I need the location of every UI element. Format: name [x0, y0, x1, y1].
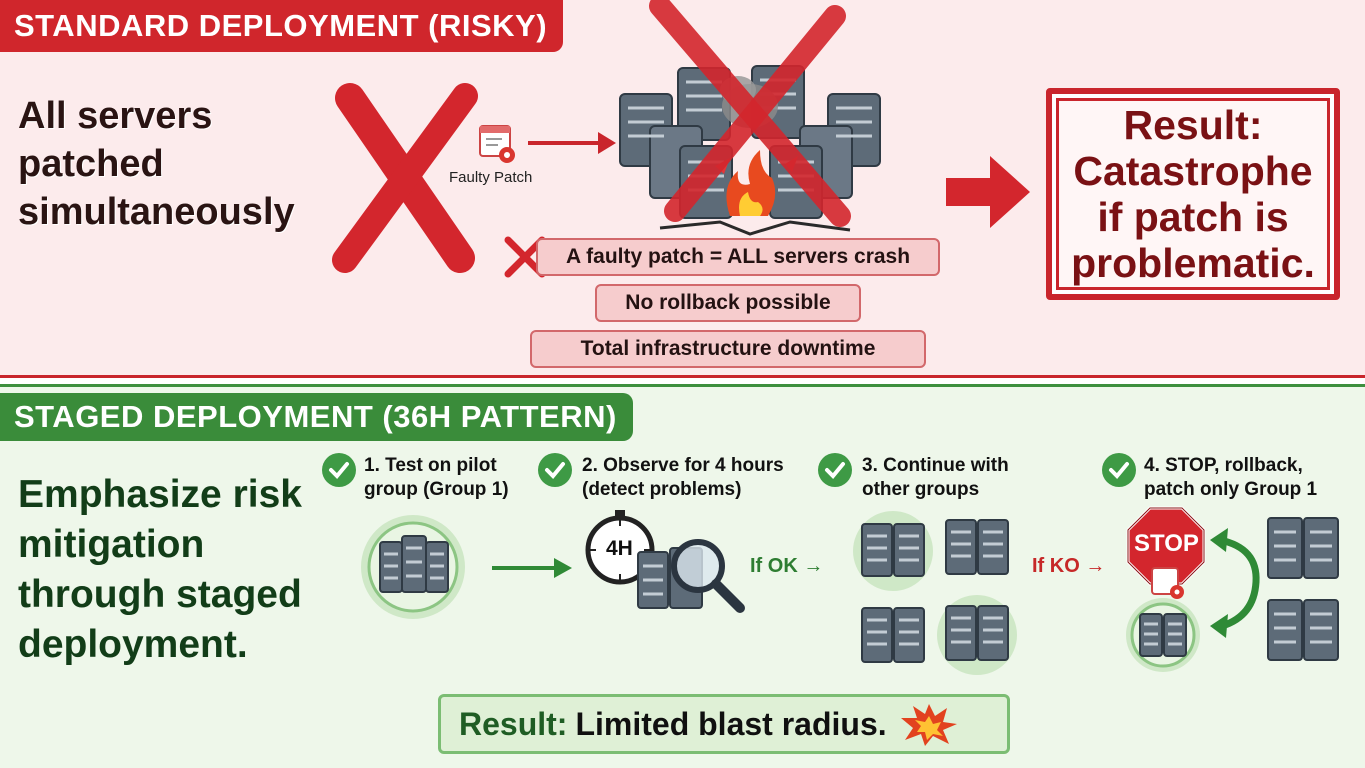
blast-result-prefix: Result: — [459, 705, 568, 742]
catastrophe-result-text: Result: Catastrophe if patch is problema… — [1071, 102, 1315, 286]
heading-line: simultaneously — [18, 191, 295, 233]
consequence-downtime: Total infrastructure downtime — [530, 330, 926, 368]
fire-icon — [726, 150, 776, 216]
heading-line: through staged — [18, 573, 302, 616]
faulty-patch-label: Faulty Patch — [449, 169, 533, 186]
arrow-right-icon — [492, 558, 572, 578]
step-2-line1: 2. Observe for 4 hours — [582, 455, 784, 476]
x-mark-icon — [332, 83, 478, 273]
limited-blast-radius-box: Result: Limited blast radius. — [438, 694, 1010, 754]
rollback-arrow-icon — [1210, 528, 1260, 638]
timer-label: 4H — [606, 537, 633, 560]
step-2-label: 2. Observe for 4 hours (detect problems) — [582, 454, 784, 502]
step-3-line2: other groups — [862, 479, 980, 500]
step-1-label: 1. Test on pilot group (Group 1) — [364, 454, 509, 502]
pilot-group-server-icon — [361, 515, 465, 619]
check-icon — [818, 453, 852, 487]
step-4-label: 4. STOP, rollback, patch only Group 1 — [1144, 454, 1317, 502]
heading-line: deployment. — [18, 623, 248, 666]
if-ko-label: If KO → — [1032, 555, 1106, 577]
check-icon — [538, 453, 572, 487]
result-line: problematic. — [1071, 240, 1315, 286]
result-line: Result: — [1123, 102, 1263, 148]
patch-icon — [479, 125, 515, 163]
if-ok-label: If OK → — [750, 555, 824, 577]
consequence-no-rollback: No rollback possible — [595, 284, 861, 322]
staged-deployment-banner: STAGED DEPLOYMENT (36H PATTERN) — [0, 393, 633, 441]
arrow-right-icon — [528, 132, 616, 154]
other-groups-servers — [853, 511, 1017, 675]
staged-heading: Emphasize risk mitigation through staged… — [18, 470, 302, 670]
step-4-line1: 4. STOP, rollback, — [1144, 455, 1303, 476]
explosion-icon — [900, 704, 957, 746]
stopwatch-icon — [585, 510, 655, 585]
standard-deployment-banner: STANDARD DEPLOYMENT (RISKY) — [0, 0, 564, 52]
standard-heading: All servers patched simultaneously — [18, 92, 295, 236]
standard-deployment-panel: STANDARD DEPLOYMENT (RISKY) All servers … — [0, 0, 1365, 378]
heading-line: patched — [18, 143, 164, 185]
heading-line: Emphasize risk — [18, 473, 302, 516]
step-4-line2: patch only Group 1 — [1144, 479, 1318, 500]
step-3-label: 3. Continue with other groups — [862, 454, 1009, 502]
step-1-line1: 1. Test on pilot — [364, 455, 497, 476]
heading-line: mitigation — [18, 523, 205, 566]
blast-result-text: Limited blast radius. — [575, 705, 887, 742]
stop-sign-icon — [1126, 506, 1206, 586]
step-2-line2: (detect problems) — [582, 479, 742, 500]
check-icon — [322, 453, 356, 487]
consequence-all-crash: A faulty patch = ALL servers crash — [536, 238, 940, 276]
magnifier-icon — [671, 539, 745, 613]
catastrophe-result-box: Result: Catastrophe if patch is problema… — [1046, 88, 1340, 300]
heading-line: All servers — [18, 95, 213, 137]
arrow-right-icon — [946, 156, 1030, 228]
untouched-servers-icon — [1267, 517, 1339, 661]
check-icon — [1102, 453, 1136, 487]
step-1-line2: group (Group 1) — [364, 479, 509, 500]
step-3-line1: 3. Continue with — [862, 455, 1009, 476]
group-1-server-icon — [1126, 598, 1200, 672]
result-line: if patch is — [1097, 194, 1289, 240]
result-line: Catastrophe — [1073, 148, 1313, 194]
crashed-server-cluster — [619, 0, 881, 236]
patch-icon — [1151, 567, 1184, 599]
stop-sign-label: STOP — [1134, 530, 1199, 557]
